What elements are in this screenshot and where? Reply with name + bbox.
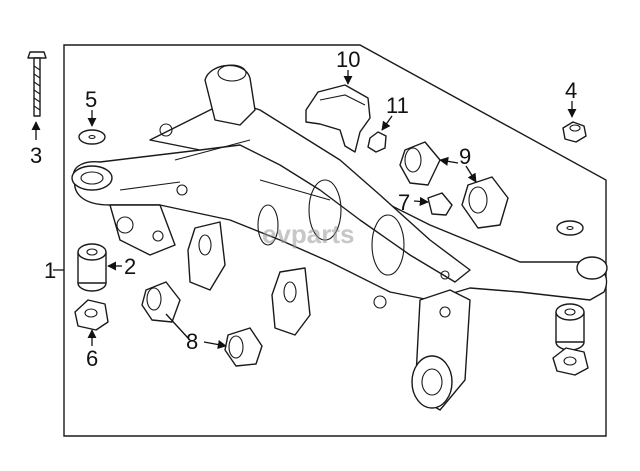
bolt-part	[27, 51, 47, 117]
bracket-part	[305, 84, 371, 153]
arm-bushing-upper-part	[141, 281, 181, 323]
watermark-logo: evparts	[262, 219, 355, 249]
mount-bushing-left-part	[77, 243, 107, 292]
callout-4: 4	[565, 78, 577, 103]
callout-10: 10	[336, 47, 360, 72]
assembly-outline	[63, 44, 607, 437]
stopper-plate-right-part	[552, 347, 589, 376]
leader-8a	[165, 313, 189, 339]
leader-9b	[465, 165, 477, 183]
callout-11: 11	[386, 93, 409, 118]
insert-part	[427, 192, 453, 216]
mount-bushing-right-part	[555, 303, 585, 351]
callout-2: 2	[124, 254, 136, 279]
washer-right-part	[556, 220, 584, 236]
washer-part	[78, 129, 106, 145]
bushing-lower-part	[461, 176, 509, 229]
stopper-plate-left-part	[74, 299, 109, 331]
callout-6: 6	[86, 346, 98, 371]
bushing-upper-part	[399, 141, 441, 186]
nut-part	[562, 121, 587, 143]
callout-1: 1	[44, 258, 56, 283]
leader-7	[413, 196, 429, 206]
callout-7: 7	[398, 190, 410, 215]
callout-8: 8	[186, 329, 198, 354]
subframe-crossmember	[71, 64, 608, 411]
callout-5: 5	[85, 87, 97, 112]
leader-8b	[203, 340, 227, 350]
leader-11	[381, 115, 393, 131]
callout-3: 3	[30, 143, 42, 168]
leader-9a	[439, 156, 459, 166]
arm-bushing-lower-part	[224, 327, 263, 367]
small-nut-part	[367, 131, 387, 153]
callout-9: 9	[459, 144, 471, 169]
